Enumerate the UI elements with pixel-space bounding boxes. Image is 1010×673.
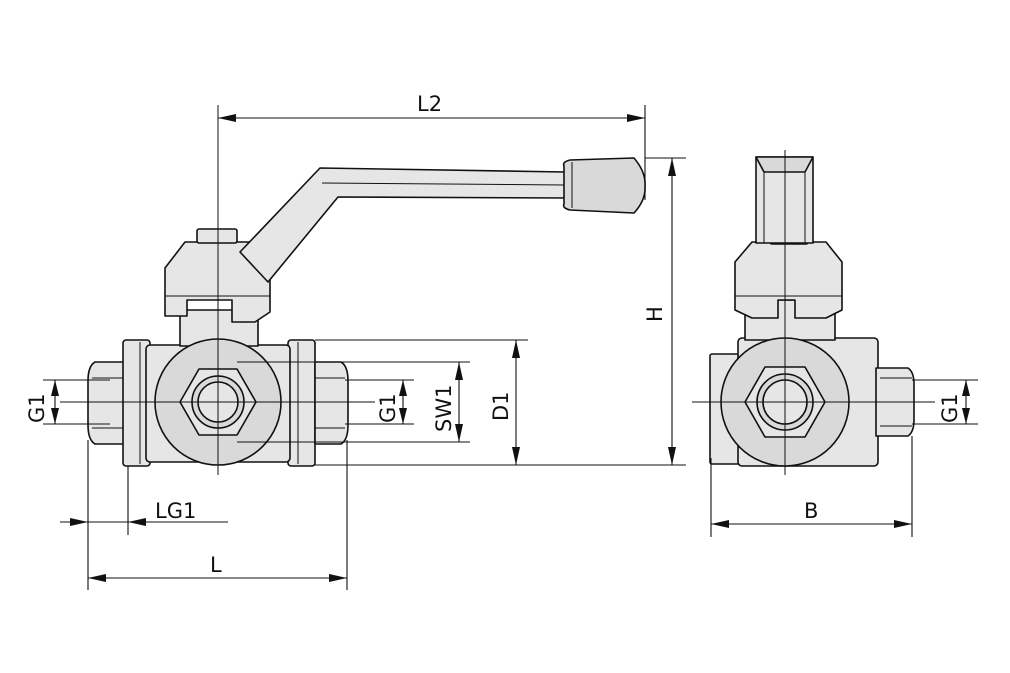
dimension-L2: L2 bbox=[218, 92, 646, 200]
label-G1-front-left: G1 bbox=[25, 393, 49, 423]
label-D1: D1 bbox=[489, 391, 513, 421]
dimension-G1-side: G1 bbox=[912, 379, 978, 425]
side-handle-head bbox=[734, 241, 843, 319]
label-G1-front-right: G1 bbox=[376, 393, 400, 423]
handle-grip bbox=[562, 157, 646, 214]
left-port-nut bbox=[87, 361, 129, 445]
handle-nut bbox=[196, 228, 238, 244]
label-L: L bbox=[210, 553, 222, 577]
label-H: H bbox=[643, 306, 667, 322]
dimension-D1: D1 bbox=[315, 339, 528, 465]
label-L2: L2 bbox=[417, 92, 442, 116]
dimension-H: H bbox=[315, 157, 686, 466]
right-port-nut bbox=[314, 361, 349, 445]
handle-lever bbox=[239, 167, 566, 283]
front-view bbox=[60, 105, 646, 475]
side-view bbox=[692, 150, 935, 475]
dimension-SW1: SW1 bbox=[237, 361, 470, 443]
label-G1-side: G1 bbox=[938, 393, 962, 423]
dimension-L: L bbox=[88, 440, 348, 590]
dimension-G1-front-right: G1 bbox=[345, 379, 414, 425]
label-LG1: LG1 bbox=[155, 499, 196, 523]
dimension-G1-front-left: G1 bbox=[25, 379, 110, 425]
dimension-B: B bbox=[710, 436, 913, 537]
right-end-body bbox=[287, 339, 316, 467]
label-SW1: SW1 bbox=[432, 385, 456, 432]
dimension-LG1: LG1 bbox=[60, 440, 228, 590]
label-B: B bbox=[804, 499, 818, 523]
